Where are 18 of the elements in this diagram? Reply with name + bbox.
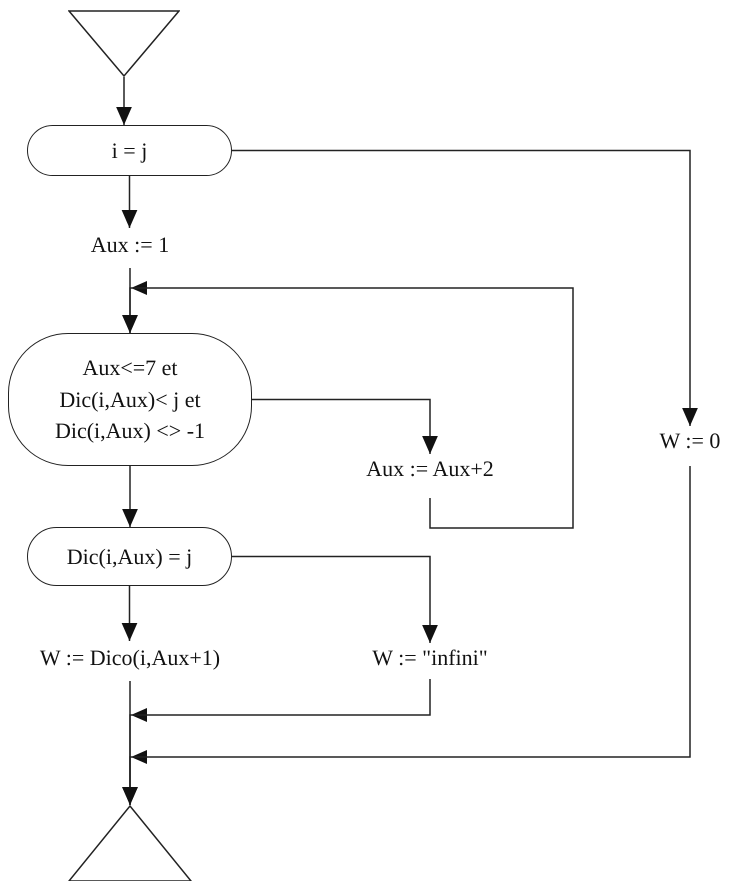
arrow: [122, 281, 574, 529]
statement-text: Aux := 1: [90, 231, 170, 260]
arrow: [122, 586, 138, 641]
arrow: [252, 398, 438, 454]
condition-text: i = j: [112, 136, 148, 165]
condition-text: Dic(i,Aux) = j: [66, 542, 192, 571]
arrow: [122, 466, 691, 805]
statement-text: W := 0: [660, 427, 720, 456]
condition-text: Aux<=7 et Dic(i,Aux)< j et Dic(i,Aux) <> -1: [54, 354, 206, 446]
statement-text: Aux := Aux+2: [366, 455, 494, 484]
statement-text: W := Dico(i,Aux+1): [40, 644, 220, 672]
arrow: [122, 466, 138, 527]
decision-box: [27, 125, 232, 176]
arrow: [116, 77, 132, 125]
arrow: [232, 556, 438, 643]
arrow: [232, 150, 698, 426]
arrow: [122, 176, 138, 228]
statement-text: W := "infini": [372, 644, 488, 672]
